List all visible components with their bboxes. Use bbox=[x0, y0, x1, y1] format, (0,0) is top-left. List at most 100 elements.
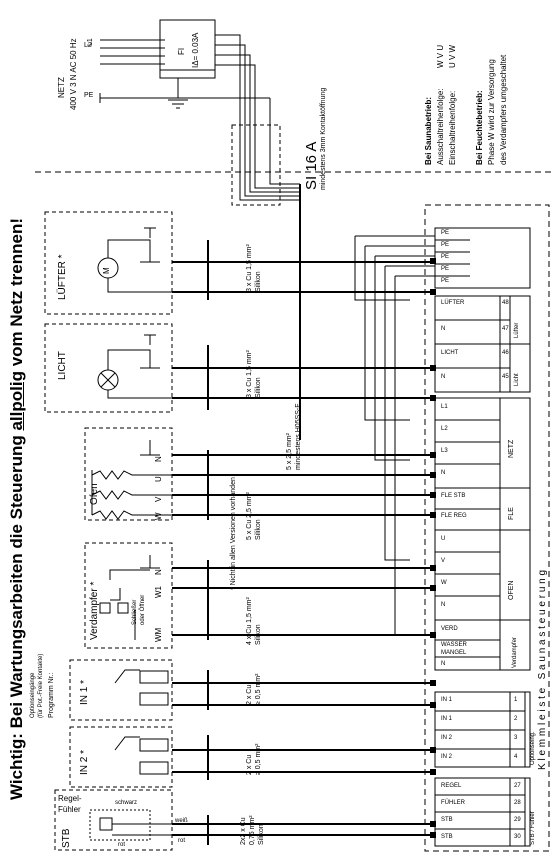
term-pe-3: PE bbox=[441, 254, 450, 260]
term-luefter-group: Lüfter bbox=[514, 322, 520, 338]
optionen-sub: (für Pot.-Freie Kontakte) bbox=[38, 653, 44, 718]
term-v: V bbox=[441, 558, 446, 564]
fi-label: FI bbox=[177, 47, 186, 55]
term-opt-2: 2 bbox=[514, 716, 518, 722]
ofen-term-w: W bbox=[154, 512, 163, 520]
feucht-line2: des Verdampfers umgeschaltet bbox=[499, 54, 508, 165]
device-cables bbox=[172, 261, 435, 836]
line-l2: L2 bbox=[84, 42, 92, 49]
term-l3: L3 bbox=[441, 448, 448, 454]
luefter-label: LÜFTER * bbox=[57, 254, 68, 300]
term-fle-group: FLE bbox=[508, 507, 515, 520]
cable-stb-mat: Silikon bbox=[258, 824, 265, 845]
term-netz-n: N bbox=[441, 470, 446, 476]
regel-label: Regel- bbox=[58, 794, 82, 803]
term-u: U bbox=[441, 536, 446, 542]
ofen-term-v: V bbox=[154, 496, 163, 502]
verd-term-wm: WM bbox=[154, 627, 163, 642]
term-fuehler: FÜHLER bbox=[441, 800, 466, 806]
cable-luefter: 3 x Cu 1,5 mm² bbox=[246, 244, 253, 292]
term-stb-a: STB bbox=[441, 817, 453, 823]
term-verd-n: N bbox=[441, 661, 446, 667]
verdampfer-label: Verdampfer * bbox=[89, 581, 100, 640]
term-ofen-group: OFEN bbox=[508, 580, 515, 600]
schliesser-label: Schließer bbox=[132, 599, 138, 625]
sauna-title: Bei Saunabetrieb: bbox=[424, 96, 433, 165]
cable-stb: 2x2 x Cu bbox=[240, 817, 247, 845]
bus-lines bbox=[207, 184, 301, 845]
term-pe-2: PE bbox=[441, 242, 450, 248]
optionen-label: Optionseingänge bbox=[30, 672, 36, 718]
cable-netz: 5 x 2,5 mm² bbox=[286, 433, 293, 470]
fuse-box bbox=[231, 124, 281, 206]
verd-term-n: N bbox=[154, 569, 163, 575]
term-opt-1: 1 bbox=[514, 697, 518, 703]
warning-title: Wichtig: Bei Wartungsarbeiten die Steuer… bbox=[7, 218, 26, 800]
oeffner-label: oder Öffner bbox=[140, 594, 146, 625]
term-licht-46: 46 bbox=[502, 350, 509, 356]
cable-in1-size: ≥ 0,5 mm² bbox=[255, 673, 262, 705]
term-licht-group: Licht bbox=[514, 373, 520, 386]
netz-title: NETZ bbox=[57, 77, 66, 98]
term-luefter-48: 48 bbox=[502, 300, 509, 306]
term-stb-group: STB / Fühler bbox=[530, 811, 536, 845]
term-in1-a: IN 1 bbox=[441, 697, 453, 703]
cable-netz-mat: mindestens H05SS-F bbox=[295, 403, 302, 470]
in1-label: IN 1 * bbox=[79, 679, 90, 705]
term-luefter-n: N bbox=[441, 326, 446, 332]
term-opt-4: 4 bbox=[514, 754, 518, 760]
cable-in2-size: ≥ 0,5 mm² bbox=[255, 743, 262, 775]
term-licht: LICHT bbox=[441, 350, 459, 356]
fi-breaker bbox=[159, 19, 216, 79]
fi-to-fuse bbox=[215, 34, 300, 201]
term-licht-n: N bbox=[441, 374, 446, 380]
verd-term-w1: W1 bbox=[154, 586, 163, 598]
term-verd-group: Verdampfer bbox=[512, 636, 518, 668]
term-opt-3: 3 bbox=[514, 735, 518, 741]
cable-verd: 4 x Cu 1,5 mm² bbox=[246, 597, 253, 645]
term-pe-5: PE bbox=[441, 278, 450, 284]
cable-stb-size: 0,75 mm² bbox=[249, 815, 256, 845]
rot-label-1: rot bbox=[118, 842, 126, 848]
in2-label: IN 2 * bbox=[79, 749, 90, 775]
ofen-term-n: N bbox=[154, 456, 163, 462]
netz-voltage: 400 V 3 N AC 50 Hz bbox=[69, 38, 78, 110]
aus-seq: W V U bbox=[436, 44, 445, 68]
line-pe: PE bbox=[84, 92, 94, 99]
verdampfer-box bbox=[84, 542, 173, 649]
supply-lines bbox=[99, 39, 270, 103]
term-stb-30: 30 bbox=[514, 834, 521, 840]
term-pe-4: PE bbox=[441, 266, 450, 272]
terminal-block-title: K l e m m l e i s t e S a u n a s t e u … bbox=[537, 569, 548, 770]
ofen-term-u: U bbox=[154, 476, 163, 482]
fi-rating: IΔ= 0.03A bbox=[191, 32, 200, 68]
cable-licht: 3 x Cu 1,5 mm² bbox=[246, 350, 253, 398]
stb-box bbox=[54, 789, 173, 851]
fuehler-label: Fühler bbox=[58, 805, 81, 814]
term-ofen-n: N bbox=[441, 602, 446, 608]
pe-wires bbox=[354, 235, 435, 636]
term-stb-29: 29 bbox=[514, 817, 521, 823]
cable-ofen: 5 x Cu 2,5 mm² bbox=[246, 492, 253, 540]
cable-in2: 2 x Cu bbox=[246, 754, 253, 775]
term-in2-a: IN 2 bbox=[441, 735, 453, 741]
ofen-label: Ofen bbox=[89, 483, 100, 505]
ground-symbols bbox=[144, 227, 156, 345]
term-l1: L1 bbox=[441, 404, 448, 410]
footnote: * Nicht in allen Versionen vorhanden bbox=[230, 477, 237, 590]
term-licht-45: 45 bbox=[502, 374, 509, 380]
terminal-contacts bbox=[430, 258, 436, 838]
ofen-box bbox=[84, 427, 173, 521]
term-mangel: MANGEL bbox=[441, 650, 467, 656]
term-verd: VERD bbox=[441, 626, 458, 632]
term-stb-28: 28 bbox=[514, 800, 521, 806]
term-opt-group: Optionseing. bbox=[530, 731, 536, 765]
term-pe-1: PE bbox=[441, 230, 450, 236]
warning-emphasis: allpolig bbox=[7, 371, 26, 431]
cable-in1: 2 x Cu bbox=[246, 684, 253, 705]
term-luefter: LÜFTER bbox=[441, 300, 465, 306]
term-netz-group: NETZ bbox=[508, 439, 515, 458]
cable-licht-mat: Silikon bbox=[255, 377, 262, 398]
in2-box bbox=[69, 726, 173, 788]
